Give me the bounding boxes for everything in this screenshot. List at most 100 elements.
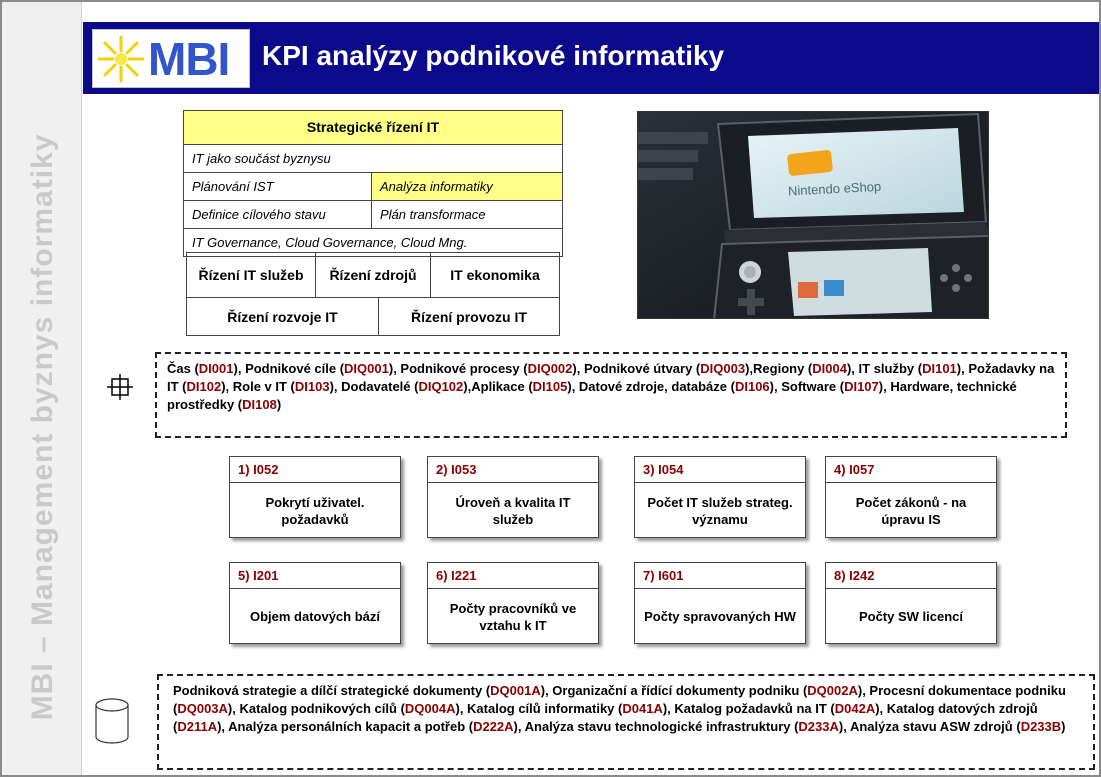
- kpi-id: 5) I201: [230, 563, 400, 589]
- dimension-item: Čas (DI001),: [167, 361, 245, 376]
- eshop-text: Nintendo eShop: [788, 179, 882, 199]
- strategy-analysis: Analýza informatiky: [371, 173, 562, 200]
- document-item-code: D222A: [473, 719, 514, 734]
- document-item-code: D041A: [622, 701, 663, 716]
- document-item-label: Katalog datových zdrojů (: [173, 701, 1038, 734]
- dimension-item: IT služby (DI101),: [859, 361, 969, 376]
- document-item-code: DQ003A: [177, 701, 228, 716]
- kpi-id: 4) I057: [826, 457, 996, 483]
- dimension-item-code: DI107: [844, 379, 879, 394]
- console-photo: Nintendo eShop: [637, 111, 989, 319]
- dimension-item-code: DIQ002: [527, 361, 573, 376]
- dimension-item-label: Podnikové cíle (: [245, 361, 345, 376]
- dimension-item-suffix: ),: [878, 379, 891, 394]
- document-item-label: Procesní dokumentace podniku (: [173, 683, 1066, 716]
- dimension-item-code: DI001: [198, 361, 234, 376]
- mgmt-development: Řízení rozvoje IT: [227, 308, 338, 325]
- dimension-item: Datové zdroje, databáze (DI106),: [579, 379, 781, 394]
- kpi-id: 7) I601: [635, 563, 805, 589]
- document-item-suffix: ),: [838, 719, 850, 734]
- dimension-item-label: Aplikace (: [471, 379, 533, 394]
- sun-icon: [97, 35, 145, 83]
- strategy-planning: Plánování IST: [192, 179, 274, 194]
- mgmt-economics: IT ekonomika: [430, 253, 559, 297]
- document-item-suffix: ),: [857, 683, 870, 698]
- document-item-code: DQ004A: [404, 701, 456, 716]
- kpi-id: 6) I221: [428, 563, 598, 589]
- strategy-transformation: Plán transformace: [371, 201, 562, 228]
- dimension-item-label: Podnikové útvary (: [583, 361, 701, 376]
- document-item-suffix: ),: [540, 683, 553, 698]
- dimension-item: Podnikové útvary (DIQ003),: [584, 361, 753, 376]
- dimension-item-code: DIQ102: [418, 379, 464, 394]
- dimension-item: Regiony (DI004),: [753, 361, 859, 376]
- dimension-item-suffix: ),: [572, 361, 584, 376]
- dimension-item-code: DI102: [186, 379, 222, 394]
- page-title: KPI analýzy podnikové informatiky: [262, 40, 725, 71]
- dimension-item-suffix: ),: [769, 379, 782, 394]
- document-item-label: Katalog podnikových cílů (: [239, 701, 405, 716]
- document-item-label: Analýza stavu technologické infrastruktu…: [524, 719, 799, 734]
- dimension-item-suffix: ),: [388, 361, 401, 376]
- kpi-id: 2) I053: [428, 457, 598, 483]
- dimension-item-suffix: ),: [233, 361, 246, 376]
- document-item-code: D042A: [834, 701, 876, 716]
- document-item-code: D233B: [1020, 719, 1062, 734]
- document-item: Katalog datových zdrojů (D211A),: [173, 701, 1038, 734]
- document-item-code: DQ001A: [490, 683, 541, 698]
- document-item-suffix: ),: [227, 701, 240, 716]
- dimension-item-label: Role v IT (: [232, 379, 295, 394]
- mbi-logo: MBI: [92, 29, 250, 88]
- dimension-item-suffix: ),: [567, 379, 579, 394]
- document-item-suffix: ),: [455, 701, 468, 716]
- logo-text: MBI: [148, 33, 230, 85]
- dimension-item-code: DIQ001: [344, 361, 389, 376]
- dimension-item-code: DI106: [734, 379, 770, 394]
- document-item-label: Organizační a řídící dokumenty podniku (: [552, 683, 808, 698]
- dimension-item: Podnikové procesy (DIQ002),: [400, 361, 584, 376]
- dimension-item-suffix: ),: [221, 379, 233, 394]
- mgmt-services: Řízení IT služeb: [198, 267, 304, 283]
- dimension-item-code: DIQ003: [700, 361, 746, 376]
- document-item-label: Podniková strategie a dílčí strategické …: [173, 683, 491, 698]
- strategy-target-state: Definice cílového stavu: [192, 207, 326, 222]
- dimension-item-label: Požadavky na IT (: [167, 361, 1055, 394]
- document-item-label: Analýza personálních kapacit a potřeb (: [228, 719, 474, 734]
- kpi-name: Počty SW licencí: [858, 609, 964, 624]
- document-item-label: Katalog požadavků na IT (: [674, 701, 835, 716]
- dimension-item-label: Podnikové procesy (: [400, 361, 528, 376]
- kpi-name: Úroveň a kvalita IT služeb: [455, 494, 571, 527]
- kpi-id: 3) I054: [635, 457, 805, 483]
- document-item-label: Analýza stavu ASW zdrojů (: [849, 719, 1021, 734]
- document-item-suffix: ): [1061, 719, 1066, 734]
- document-item-code: DQ002A: [807, 683, 858, 698]
- kpi-id: 8) I242: [826, 563, 996, 589]
- dimension-item: Dodavatelé (DIQ102),: [341, 379, 471, 394]
- strategy-row-1: IT jako součást byznysu: [192, 151, 331, 166]
- dimension-item-label: Datové zdroje, databáze (: [578, 379, 735, 394]
- dimension-item-label: Čas (: [167, 361, 199, 376]
- documents-box: Podniková strategie a dílčí strategické …: [157, 674, 1095, 770]
- dimension-item: Role v IT (DI103),: [233, 379, 341, 394]
- dimension-item-label: IT služby (: [858, 361, 923, 376]
- dimension-item: Podnikové cíle (DIQ001),: [245, 361, 400, 376]
- document-item-suffix: ),: [662, 701, 675, 716]
- dimension-item: Software (DI107),: [781, 379, 890, 394]
- side-strip: MBI – Management byznys informatiky: [2, 2, 82, 775]
- dimensions-box: Čas (DI001), Podnikové cíle (DIQ001), Po…: [155, 352, 1067, 438]
- dimension-item-label: Dodavatelé (: [341, 379, 419, 394]
- database-icon: [95, 698, 129, 744]
- kpi-name: Počet zákonů - na úpravu IS: [855, 494, 967, 527]
- document-item-code: D211A: [177, 719, 218, 734]
- document-item: Procesní dokumentace podniku (DQ003A),: [173, 683, 1066, 716]
- dimension-item-suffix: ),: [463, 379, 472, 394]
- dimension-item-suffix: ): [276, 397, 282, 412]
- document-item-suffix: ),: [217, 719, 229, 734]
